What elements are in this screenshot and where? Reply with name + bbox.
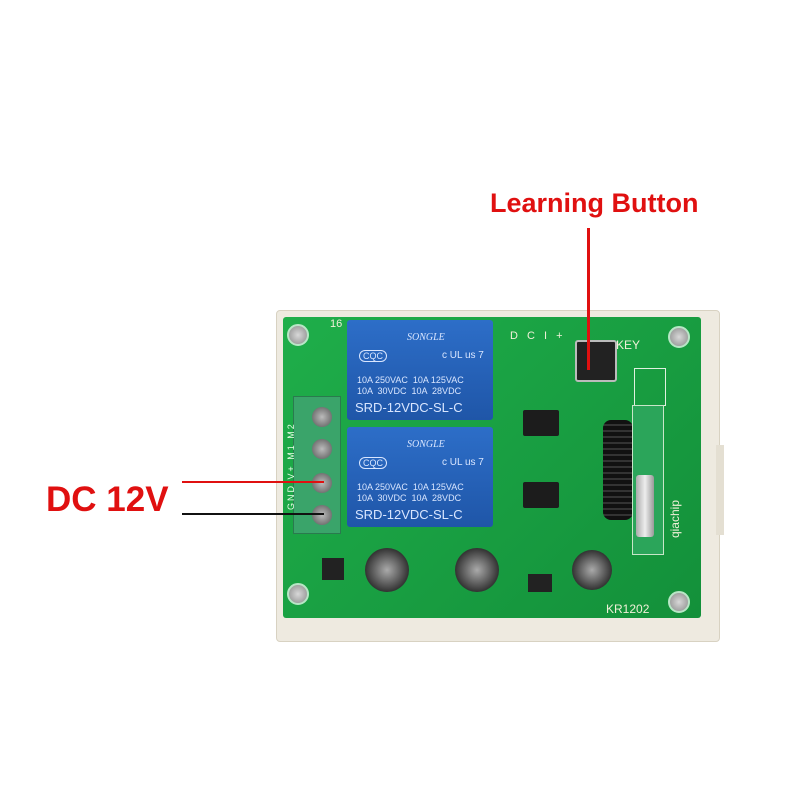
positive-wire (182, 481, 324, 483)
relay-cert: CQC (359, 350, 387, 362)
capacitor (365, 548, 409, 592)
learning-button-pointer (587, 228, 590, 370)
terminal-screw-icon (312, 505, 332, 525)
terminal-block (293, 396, 341, 534)
relay-spec: 10A 250VAC 10A 125VAC 10A 30VDC 10A 28VD… (357, 375, 464, 396)
terminal-screw-icon (312, 439, 332, 459)
relay-cert: CQC (359, 457, 387, 469)
terminal-labels: GND V+ M1 M2 (286, 422, 296, 510)
learning-button-label: Learning Button (490, 188, 699, 218)
crystal (636, 475, 654, 537)
ground-wire (182, 513, 324, 515)
header-pins: D C I + (510, 330, 566, 342)
screw-icon (287, 324, 309, 346)
screw-icon (668, 591, 690, 613)
learning-button (575, 340, 617, 382)
enclosure-tab (716, 445, 724, 535)
capacitor (455, 548, 499, 592)
terminal-screw-icon (312, 473, 332, 493)
dc-power-label: DC 12V (46, 480, 169, 519)
relay-model: SRD-12VDC-SL-C (355, 507, 463, 522)
terminal-screw-icon (312, 407, 332, 427)
board-model: KR1202 (606, 602, 650, 616)
silk-box (634, 368, 666, 406)
relay-2: SONGLE CQC c UL us 7 10A 250VAC 10A 125V… (347, 427, 493, 527)
relay-brand: SONGLE (407, 439, 445, 450)
ic-chip (523, 410, 559, 436)
ic-chip (523, 482, 559, 508)
relay-brand: SONGLE (407, 332, 445, 343)
relay-ul: c UL us 7 (442, 457, 484, 468)
antenna-coil (603, 420, 633, 520)
module-brand: qiachip (668, 500, 682, 539)
key-label: KEY (616, 338, 641, 352)
regulator (528, 574, 552, 592)
relay-spec: 10A 250VAC 10A 125VAC 10A 30VDC 10A 28VD… (357, 482, 464, 503)
board-marking: 16 (330, 318, 343, 330)
screw-icon (287, 583, 309, 605)
capacitor (572, 550, 612, 590)
relay-1: SONGLE CQC c UL us 7 10A 250VAC 10A 125V… (347, 320, 493, 420)
screw-icon (668, 326, 690, 348)
relay-ul: c UL us 7 (442, 350, 484, 361)
bridge-rectifier (322, 558, 344, 580)
relay-model: SRD-12VDC-SL-C (355, 400, 463, 415)
